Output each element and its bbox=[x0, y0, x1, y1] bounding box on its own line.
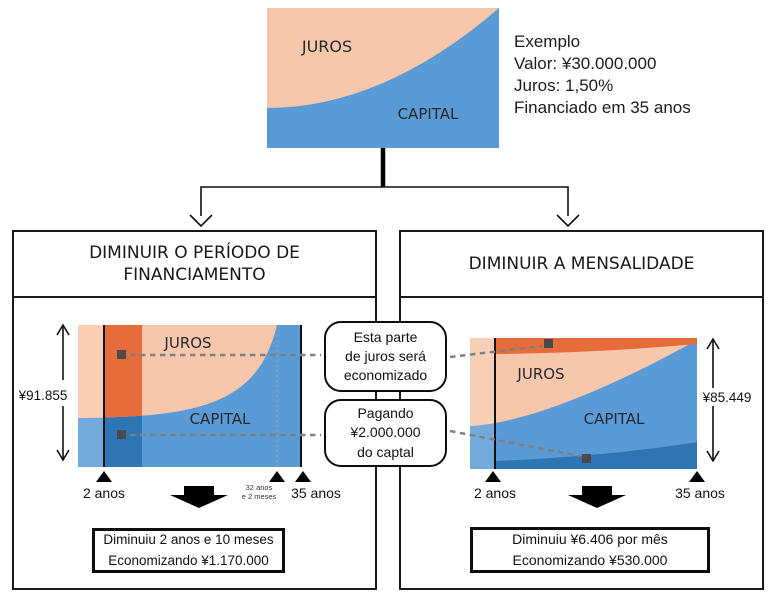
example-juros: Juros: 1,50% bbox=[514, 76, 614, 95]
arrowhead-up-icon bbox=[706, 337, 720, 350]
left-panel-reduce-period: DIMINUIR O PERÍODO DE FINANCIAMENTO JURO… bbox=[12, 230, 377, 590]
right-result-line2: Economizando ¥530.000 bbox=[512, 552, 668, 568]
example-text-block: Exemplo Valor: ¥30.000.000 Juros: 1,50% … bbox=[514, 31, 691, 119]
right-panel-chart bbox=[470, 338, 697, 469]
branch-arrowhead-right-icon bbox=[556, 214, 580, 228]
arrowhead-down-icon bbox=[706, 450, 720, 463]
example-valor: Valor: ¥30.000.000 bbox=[514, 54, 657, 73]
left-panel-title-line1: DIMINUIR O PERÍODO DE bbox=[89, 242, 300, 263]
branch-line bbox=[200, 186, 569, 216]
top-chart-capital-label: CAPITAL bbox=[397, 105, 459, 123]
example-prazo: Financiado em 35 anos bbox=[514, 98, 691, 117]
tick-2anos-label: 2 anos bbox=[473, 485, 517, 501]
right-axis-double-arrow bbox=[706, 337, 720, 463]
right-chart-juros-label: JUROS bbox=[517, 365, 565, 383]
elapsed-period-overlay bbox=[78, 325, 104, 467]
tick-35anos-icon bbox=[689, 471, 705, 482]
left-axis-value: ¥91.855 bbox=[18, 388, 68, 403]
left-panel-chart bbox=[78, 325, 302, 467]
elapsed-period-overlay bbox=[470, 338, 495, 469]
right-result-line1: Diminuiu ¥6.406 por mês bbox=[512, 531, 668, 547]
example-title: Exemplo bbox=[514, 32, 581, 51]
tick-35anos-icon bbox=[295, 471, 311, 482]
left-result-line2: Economizando ¥1.170.000 bbox=[108, 552, 269, 568]
bubble-paying-capital: Pagando ¥2.000.000 do captal bbox=[324, 399, 447, 467]
right-panel-reduce-installment: DIMINUIR A MENSALIDADE JUROS CAPITAL ¥85… bbox=[399, 230, 764, 590]
left-panel-header: DIMINUIR O PERÍODO DE FINANCIAMENTO bbox=[14, 232, 375, 298]
top-loan-chart bbox=[267, 8, 499, 148]
right-result-box: Diminuiu ¥6.406 por mês Economizando ¥53… bbox=[470, 527, 710, 573]
arrowhead-up-icon bbox=[56, 323, 70, 336]
tick-35anos-label: 35 anos bbox=[291, 485, 341, 501]
left-axis-double-arrow bbox=[56, 323, 70, 462]
left-chart-capital-label: CAPITAL bbox=[189, 410, 251, 428]
top-chart-juros-label: JUROS bbox=[301, 37, 353, 56]
tick-2anos-icon bbox=[485, 471, 501, 482]
extra-capital-band bbox=[495, 442, 697, 469]
arrowhead-down-icon bbox=[56, 449, 70, 462]
right-panel-title: DIMINUIR A MENSALIDADE bbox=[468, 253, 695, 274]
branch-arrowhead-left-icon bbox=[189, 214, 213, 228]
down-arrow-icon bbox=[170, 486, 228, 508]
saved-juros-band bbox=[104, 325, 142, 418]
bubble-saved-interest: Esta parte de juros será economizado bbox=[324, 321, 447, 392]
right-panel-header: DIMINUIR A MENSALIDADE bbox=[401, 232, 762, 298]
tick-32anos-icon bbox=[269, 471, 285, 482]
right-axis-value: ¥85.449 bbox=[702, 390, 752, 405]
down-arrow-icon bbox=[568, 486, 626, 508]
left-result-line1: Diminuiu 2 anos e 10 meses bbox=[103, 532, 274, 548]
left-result-box: Diminuiu 2 anos e 10 meses Economizando … bbox=[92, 528, 285, 573]
tick-2anos-label: 2 anos bbox=[82, 485, 126, 501]
tick-35anos-label: 35 anos bbox=[675, 485, 725, 501]
tick-2anos-icon bbox=[96, 471, 112, 482]
left-chart-juros-label: JUROS bbox=[164, 334, 212, 352]
left-panel-title-line2: FINANCIAMENTO bbox=[123, 265, 266, 285]
tick-32anos-label: 32 anos e 2 meses bbox=[241, 483, 277, 501]
juros-area bbox=[470, 338, 697, 426]
juros-area bbox=[267, 8, 499, 108]
right-chart-capital-label: CAPITAL bbox=[583, 410, 645, 428]
